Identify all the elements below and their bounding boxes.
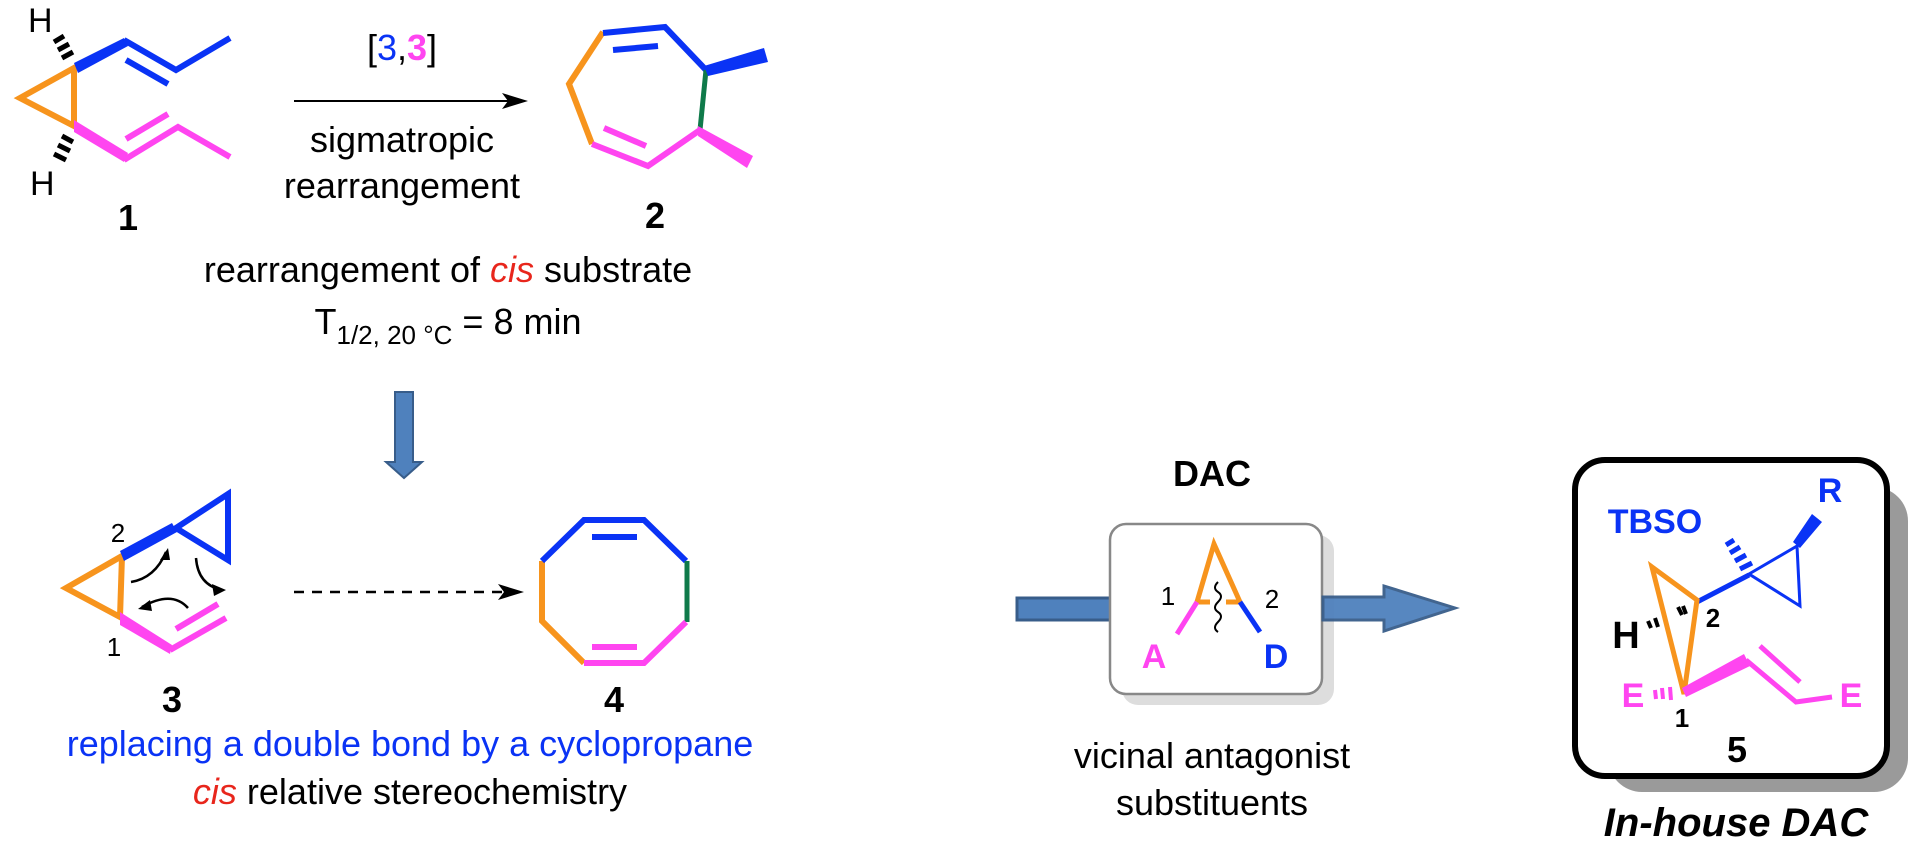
stereochemistry-caption: cis relative stereochemistry	[193, 771, 627, 812]
ring-magenta	[590, 127, 702, 170]
curved-arrow-2	[194, 557, 223, 592]
compound-3-label: 3	[162, 679, 182, 720]
ring-orange	[539, 561, 587, 666]
sigmatropic-arrow-group: [3,3] sigmatropic rearrangement	[284, 27, 528, 206]
dac-caption-line2: substituents	[1116, 782, 1308, 823]
arrow-label-line2: rearrangement	[284, 165, 520, 206]
wedge-methyl-blue	[704, 48, 768, 76]
dac-position-2: 2	[1265, 584, 1279, 614]
rearrangement-caption: rearrangement of cis substrate	[204, 249, 692, 290]
dac-position-1: 1	[1161, 581, 1175, 611]
in-house-dac-caption: In-house DAC	[1604, 801, 1870, 841]
position-2-label: 2	[1706, 603, 1720, 633]
position-1-label: 1	[1675, 703, 1689, 733]
wedge-blue	[74, 38, 128, 73]
hashed-wedge-e	[1653, 686, 1673, 701]
compound-1: H H 1	[13, 2, 232, 238]
compound-4-label: 4	[604, 679, 624, 720]
ring-orange	[565, 30, 606, 146]
h-label: H	[1612, 615, 1639, 657]
hashed-wedge-h	[1646, 605, 1688, 629]
ring-blue	[602, 23, 709, 73]
acceptor-label: A	[1142, 638, 1167, 676]
double-bond-magenta	[602, 125, 648, 149]
position-2-label: 2	[111, 518, 125, 548]
cyclopropane-caption: replacing a double bond by a cyclopropan…	[67, 723, 754, 764]
cyclopropane-orange	[13, 62, 77, 131]
input-block-arrow	[1015, 596, 1114, 622]
wedge-magenta	[1682, 654, 1750, 697]
curved-arrow-1	[130, 551, 168, 584]
cyclopropane-orange	[1194, 536, 1243, 604]
output-block-arrow	[1321, 583, 1460, 634]
compound-5-label: 5	[1727, 729, 1747, 770]
down-block-arrow	[383, 391, 425, 480]
cyclopropane-orange	[1647, 560, 1700, 695]
position-1-label: 1	[107, 632, 121, 662]
dac-concept: DAC 1 2 A D vicinal antagonist substitue…	[1015, 453, 1460, 823]
arrow-label-line1: sigmatropic	[310, 119, 494, 160]
arrowhead-1	[160, 548, 170, 560]
double-bond-blue	[124, 57, 170, 87]
alkene-magenta	[1744, 658, 1833, 705]
compound-3: 2 1 3	[59, 488, 231, 720]
double-bond-magenta	[1758, 644, 1802, 684]
dac-caption-line1: vicinal antagonist	[1074, 735, 1350, 776]
compound-5: TBSO R H 2 E E 1 5 In-hous	[1572, 457, 1908, 841]
ring-blue	[539, 517, 689, 564]
compound-2: 2	[565, 23, 768, 236]
alkene-magenta	[122, 123, 232, 163]
arrowhead-2	[212, 584, 226, 596]
acceptor-bond	[1174, 600, 1200, 636]
cyclopropane-orange	[59, 550, 126, 622]
h-top-label: H	[28, 2, 53, 40]
r-label: R	[1818, 472, 1843, 510]
hashed-wedge-tbso	[1724, 537, 1754, 572]
hashed-wedge-bottom	[52, 133, 75, 163]
e-left-label: E	[1622, 677, 1645, 715]
double-bond-blue	[612, 43, 659, 53]
sigma-bond-green	[697, 69, 709, 131]
reaction-arrowhead	[502, 93, 528, 109]
hashed-wedge-top	[52, 33, 75, 61]
cyclopropane-blue	[170, 488, 231, 566]
arrow-condition-label: [3,3]	[367, 27, 437, 68]
arrowhead-3	[138, 600, 152, 611]
c2-bond-blue	[1695, 572, 1751, 605]
compound-5-box	[1572, 457, 1890, 779]
double-bond-magenta	[174, 601, 220, 632]
half-life-caption: T1/2, 20 °C = 8 min	[315, 301, 582, 350]
alkene-magenta	[168, 615, 228, 653]
wedge-magenta	[74, 120, 128, 162]
wedge-methyl-magenta	[698, 126, 753, 168]
wavy-bond-icon	[1214, 581, 1222, 633]
donor-bond	[1237, 600, 1263, 634]
wedge-magenta	[120, 612, 172, 654]
dac-title: DAC	[1173, 453, 1251, 494]
e-right-label: E	[1840, 677, 1863, 715]
wedge-r	[1793, 514, 1822, 548]
double-bond-magenta	[124, 111, 170, 142]
donor-label: D	[1264, 638, 1289, 676]
h-bottom-label: H	[30, 165, 55, 203]
compound-1-label: 1	[118, 197, 138, 238]
compound-2-label: 2	[645, 195, 665, 236]
electron-arrows	[130, 551, 223, 609]
wedge-blue	[120, 523, 177, 561]
dashed-arrowhead	[498, 584, 524, 600]
compound-4: 4	[539, 517, 690, 720]
tbso-label: TBSO	[1608, 503, 1702, 541]
alkene-blue	[122, 35, 232, 74]
ring-magenta	[584, 619, 689, 666]
cyclopropane-blue	[1746, 543, 1802, 609]
